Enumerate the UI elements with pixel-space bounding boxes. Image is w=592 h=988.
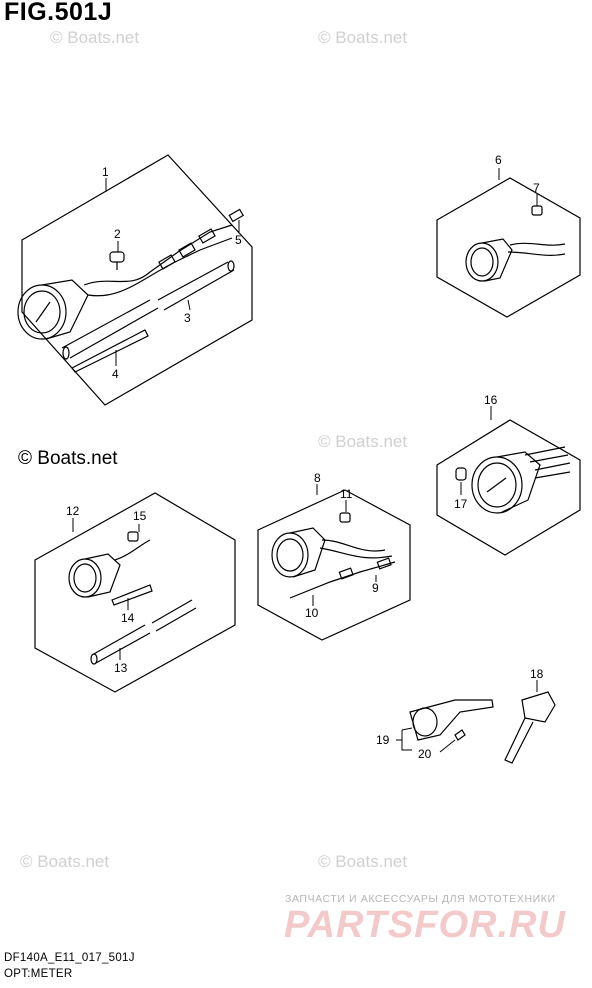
callout-11: 11 — [340, 487, 353, 501]
tie-14 — [111, 584, 153, 606]
watermark: © Boats.net — [50, 28, 140, 47]
bracket-18 — [521, 691, 556, 723]
tie-4 — [71, 329, 149, 373]
callout-8: 8 — [314, 471, 321, 485]
tube-13 — [91, 624, 151, 664]
kit-12-group — [34, 492, 236, 693]
kit-6-panel — [436, 177, 581, 318]
callout-20: 20 — [418, 747, 432, 761]
callout-13: 13 — [114, 661, 128, 675]
watermark: © Boats.net — [318, 432, 408, 451]
tube-3 — [61, 299, 159, 359]
terminal-5 — [228, 208, 245, 223]
bulb-17 — [455, 467, 467, 481]
figure-title: FIG.501J — [4, 0, 113, 26]
callout-2: 2 — [114, 227, 121, 241]
callout-18: 18 — [530, 667, 544, 681]
bulb-7 — [531, 205, 543, 216]
kit-1-gauge-face — [17, 284, 67, 340]
watermark: © Boats.net — [318, 852, 408, 871]
terminal-9 — [376, 557, 392, 570]
watermark: © Boats.net — [318, 28, 408, 47]
brand-logo: PARTSFOR.RU — [284, 904, 566, 946]
kit-8-panel — [257, 489, 411, 641]
kit-12-panel — [34, 492, 236, 693]
kit-1-panel — [21, 154, 253, 406]
kit-6-group — [436, 177, 581, 318]
model-code: DF140A_E11_017_501J — [4, 952, 135, 964]
callout-19: 19 — [376, 733, 390, 747]
kit-16-panel — [436, 419, 581, 556]
watermark: © Boats.net — [20, 852, 110, 871]
kit-1-group — [17, 154, 253, 406]
callout-9: 9 — [372, 581, 379, 595]
callout-15: 15 — [133, 509, 147, 523]
callout-5: 5 — [235, 233, 242, 247]
leader-lines — [72, 168, 538, 753]
screw-20 — [454, 729, 466, 741]
bracket-19 — [409, 699, 494, 741]
bracket-group — [409, 691, 556, 764]
copyright-notice: © Boats.net — [18, 448, 118, 469]
callout-10: 10 — [305, 606, 319, 620]
callout-1: 1 — [102, 165, 109, 179]
callout-numbers: 1 2 3 4 5 6 7 8 9 10 11 12 13 14 15 16 1… — [66, 153, 544, 761]
callout-4: 4 — [112, 367, 119, 381]
callout-17: 17 — [454, 497, 468, 511]
brand-tagline: ЗАПЧАСТИ И АКСЕССУАРЫ ДЛЯ МОТОТЕХНИКИ — [285, 893, 556, 905]
section-label: OPT:METER — [4, 968, 73, 980]
callout-7: 7 — [533, 181, 540, 195]
bulb-2 — [109, 251, 125, 263]
callout-3: 3 — [184, 311, 191, 325]
bulb-15 — [127, 531, 139, 542]
callout-12: 12 — [66, 504, 80, 518]
callout-16: 16 — [484, 393, 498, 407]
bulb-11 — [339, 512, 351, 523]
kit-8-group — [257, 489, 411, 641]
kit-16-group — [436, 419, 581, 556]
callout-14: 14 — [121, 611, 135, 625]
callout-6: 6 — [495, 153, 502, 167]
